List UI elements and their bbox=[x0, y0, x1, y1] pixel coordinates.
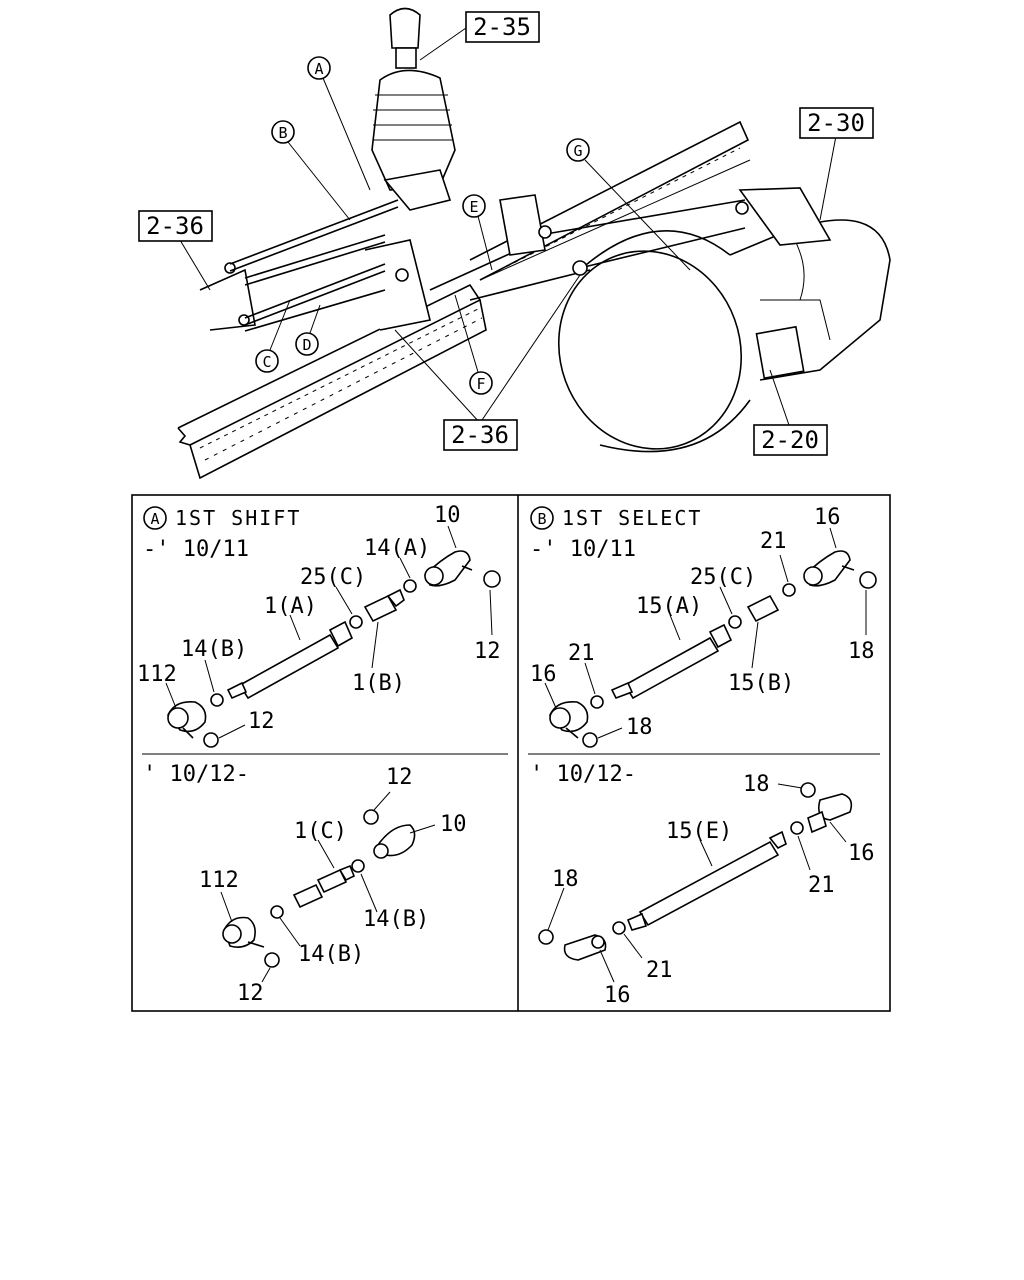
panel-a-marker: A bbox=[150, 510, 159, 528]
panel-b-lower-parts bbox=[538, 782, 853, 961]
part-label-12-lower-bottom: 12 bbox=[237, 981, 264, 1006]
part-label-15b: 15(B) bbox=[728, 671, 794, 696]
part-label-14b-lower-left: 14(B) bbox=[298, 942, 364, 967]
part-label-18-upper-bottom: 18 bbox=[626, 715, 653, 740]
part-label-16-upper-left: 16 bbox=[530, 662, 557, 687]
rod-letter-f: F bbox=[476, 375, 485, 393]
panel-b-title: 1ST SELECT bbox=[562, 506, 702, 530]
frame-rail-left bbox=[177, 283, 487, 480]
part-label-10: 10 bbox=[434, 503, 461, 528]
part-label-1b: 1(B) bbox=[352, 671, 405, 696]
part-label-112-lower: 112 bbox=[199, 868, 239, 893]
part-label-12-upper-bottom: 12 bbox=[248, 709, 275, 734]
part-label-14a: 14(A) bbox=[364, 536, 430, 561]
panel-b-1st-select: B 1ST SELECT -' 10/11 16 21 25(C bbox=[530, 505, 877, 1008]
callout-2-35: 2-35 bbox=[473, 13, 531, 41]
callout-2-30: 2-30 bbox=[807, 109, 865, 137]
panel-a-title: 1ST SHIFT bbox=[175, 506, 301, 530]
rod-letter-c: C bbox=[262, 353, 271, 371]
panel-b-upper-parts bbox=[549, 550, 877, 748]
part-label-25c: 25(C) bbox=[300, 565, 366, 590]
callout-boxes: 2-35 2-30 2-36 2-36 2-20 bbox=[138, 11, 874, 456]
left-bracket bbox=[199, 239, 431, 331]
rod-letter-b: B bbox=[278, 124, 287, 142]
panel-b-period-lower: ' 10/12- bbox=[530, 762, 636, 787]
callout-2-20: 2-20 bbox=[761, 426, 819, 454]
panel-b-period-upper: -' 10/11 bbox=[530, 537, 636, 562]
panel-a-period-lower: ' 10/12- bbox=[143, 762, 249, 787]
part-label-12-upper-right: 12 bbox=[474, 639, 501, 664]
part-label-18-lower-top: 18 bbox=[743, 772, 770, 797]
callout-2-36-left: 2-36 bbox=[146, 212, 204, 240]
part-label-21-lower-right: 21 bbox=[808, 873, 835, 898]
detail-panels-frame bbox=[131, 494, 891, 1012]
part-label-1c: 1(C) bbox=[294, 819, 347, 844]
gear-shift-lever bbox=[371, 7, 456, 211]
panel-a-upper-parts bbox=[167, 550, 501, 748]
part-label-14b-upper: 14(B) bbox=[181, 637, 247, 662]
overview-illustration: A B C D E F G 2-35 2-30 2-36 2-36 2-20 bbox=[138, 7, 891, 480]
part-label-18-lower-left: 18 bbox=[552, 867, 579, 892]
panel-a-1st-shift: A 1ST SHIFT -' 10/11 bbox=[137, 503, 501, 1006]
part-label-15e: 15(E) bbox=[666, 819, 732, 844]
part-label-18-upper-right: 18 bbox=[848, 639, 875, 664]
panel-a-lower-parts bbox=[222, 809, 416, 968]
rod-letter-d: D bbox=[302, 336, 311, 354]
panel-b-marker: B bbox=[537, 510, 546, 528]
part-label-112-upper: 112 bbox=[137, 662, 177, 687]
part-label-25c-b: 25(C) bbox=[690, 565, 756, 590]
part-label-16-upper-right: 16 bbox=[814, 505, 841, 530]
callout-2-36-bottom: 2-36 bbox=[451, 421, 509, 449]
part-label-16-lower-left: 16 bbox=[604, 983, 631, 1008]
part-label-14b-lower-right: 14(B) bbox=[363, 907, 429, 932]
panel-a-upper-labels: 10 14(A) 25(C) 1(A) 12 14(B) 1(B) 112 12 bbox=[137, 503, 501, 739]
panel-a-lower-labels: 12 10 1(C) 112 14(B) 14(B) 12 bbox=[199, 765, 467, 1006]
part-label-10-lower: 10 bbox=[440, 812, 467, 837]
rods-abcd bbox=[229, 199, 399, 332]
rod-letter-circles: A B C D E F G bbox=[255, 56, 590, 395]
part-label-12-lower-top: 12 bbox=[386, 765, 413, 790]
part-label-16-lower-right: 16 bbox=[848, 841, 875, 866]
panel-a-period-upper: -' 10/11 bbox=[143, 537, 249, 562]
panel-b-lower-labels: 18 15(E) 16 21 18 21 16 bbox=[547, 772, 875, 1008]
rod-letter-a: A bbox=[314, 60, 323, 78]
part-label-21-upper-left: 21 bbox=[568, 641, 595, 666]
part-label-21-upper-right: 21 bbox=[760, 529, 787, 554]
part-label-1a: 1(A) bbox=[264, 594, 317, 619]
part-label-21-lower-left: 21 bbox=[646, 958, 673, 983]
clutch-housing bbox=[557, 219, 891, 453]
rods-efg bbox=[429, 187, 832, 301]
part-label-15a: 15(A) bbox=[636, 594, 702, 619]
rod-letter-g: G bbox=[573, 142, 582, 160]
leader-lines bbox=[179, 27, 837, 429]
panel-b-upper-labels: 16 21 25(C) 15(A) 18 21 16 15(B) 18 bbox=[530, 505, 875, 740]
rod-letter-e: E bbox=[469, 198, 478, 216]
frame-rail-right bbox=[469, 120, 751, 281]
